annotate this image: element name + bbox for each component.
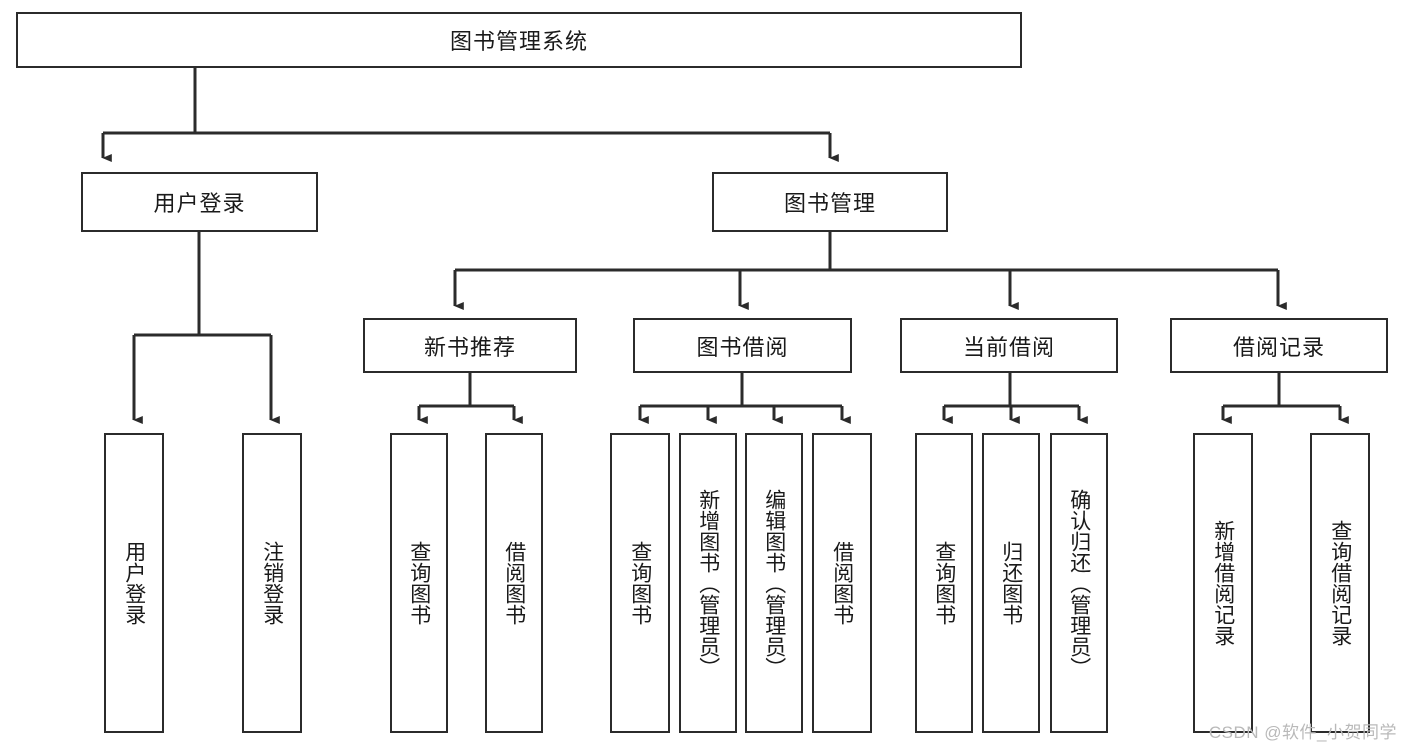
node-book-borrow-label: 图书借阅 — [696, 334, 789, 360]
node-leaf-edit-book-label: 编辑图书（管理员） — [762, 488, 786, 678]
node-leaf-user-logout-label: 注销登录 — [260, 541, 284, 625]
node-leaf-query-book-1-label: 查询图书 — [407, 541, 431, 625]
node-book-borrow[interactable]: 图书借阅 — [633, 318, 852, 373]
node-leaf-query-record-label: 查询借阅记录 — [1328, 520, 1352, 646]
node-leaf-user-logout[interactable]: 注销登录 — [242, 433, 302, 733]
node-leaf-add-record-label: 新增借阅记录 — [1211, 520, 1235, 646]
node-user-login-label: 用户登录 — [153, 191, 246, 216]
node-borrow-record[interactable]: 借阅记录 — [1170, 318, 1388, 373]
node-leaf-return-book-label: 归还图书 — [999, 541, 1023, 625]
node-leaf-confirm-return[interactable]: 确认归还（管理员） — [1050, 433, 1108, 733]
node-leaf-add-book-label: 新增图书（管理员） — [696, 488, 720, 678]
node-leaf-add-book[interactable]: 新增图书（管理员） — [679, 433, 737, 733]
node-leaf-borrow-book-1-label: 借阅图书 — [502, 541, 526, 625]
node-book-manage-label: 图书管理 — [783, 191, 876, 216]
node-leaf-query-book-3-label: 查询图书 — [932, 541, 956, 625]
node-leaf-borrow-book-2-label: 借阅图书 — [830, 541, 854, 625]
node-current-borrow-label: 当前借阅 — [962, 334, 1055, 360]
node-leaf-query-book-1[interactable]: 查询图书 — [390, 433, 448, 733]
node-leaf-query-book-3[interactable]: 查询图书 — [915, 433, 973, 733]
node-leaf-borrow-book-1[interactable]: 借阅图书 — [485, 433, 543, 733]
node-user-login[interactable]: 用户登录 — [81, 172, 318, 232]
watermark-text: CSDN @软件_小贺同学 — [1208, 723, 1397, 742]
node-leaf-add-record[interactable]: 新增借阅记录 — [1193, 433, 1253, 733]
node-current-borrow[interactable]: 当前借阅 — [900, 318, 1118, 373]
node-leaf-user-login[interactable]: 用户登录 — [104, 433, 164, 733]
node-leaf-edit-book[interactable]: 编辑图书（管理员） — [745, 433, 803, 733]
node-leaf-query-book-2[interactable]: 查询图书 — [610, 433, 670, 733]
node-leaf-query-record[interactable]: 查询借阅记录 — [1310, 433, 1370, 733]
node-leaf-query-book-2-label: 查询图书 — [628, 541, 652, 625]
node-borrow-record-label: 借阅记录 — [1232, 334, 1325, 360]
node-leaf-borrow-book-2[interactable]: 借阅图书 — [812, 433, 872, 733]
node-book-manage[interactable]: 图书管理 — [712, 172, 948, 232]
node-root[interactable]: 图书管理系统 — [16, 12, 1022, 68]
node-leaf-confirm-return-label: 确认归还（管理员） — [1067, 488, 1091, 678]
node-leaf-user-login-label: 用户登录 — [122, 541, 146, 625]
node-new-book-rec-label: 新书推荐 — [423, 334, 516, 360]
node-leaf-return-book[interactable]: 归还图书 — [982, 433, 1040, 733]
node-new-book-rec[interactable]: 新书推荐 — [363, 318, 577, 373]
node-root-label: 图书管理系统 — [449, 29, 588, 54]
